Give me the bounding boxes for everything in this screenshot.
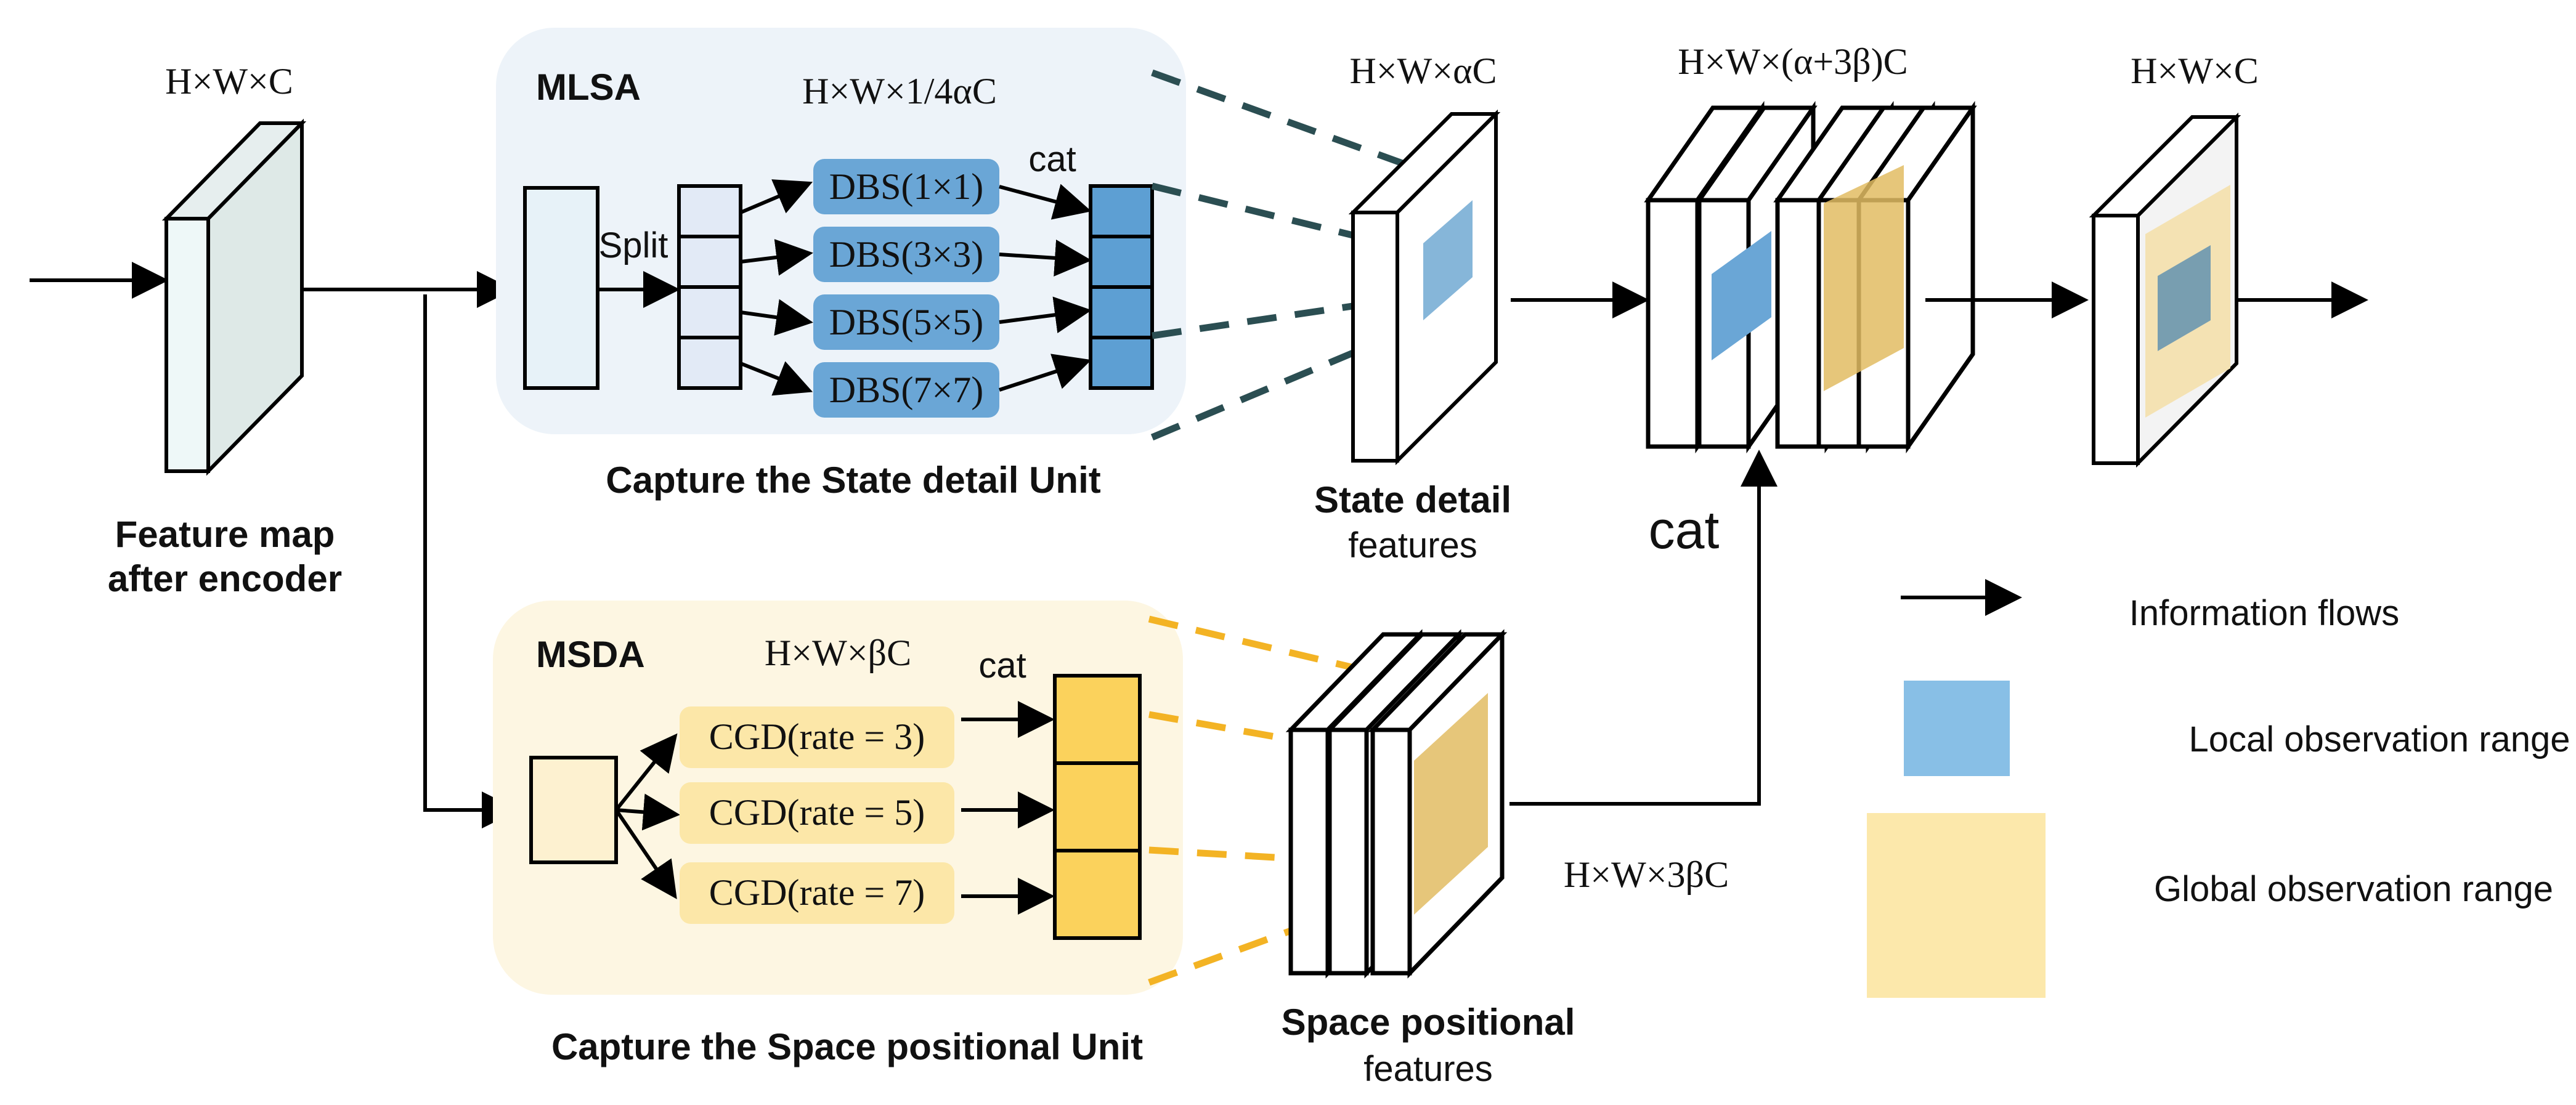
output-feature-map: H×W×C <box>2089 51 2259 468</box>
svg-text:CGD(rate = 5): CGD(rate = 5) <box>709 792 925 833</box>
cgd-block-7: CGD(rate = 7) <box>680 862 954 924</box>
concat-global-range <box>1824 165 1904 391</box>
mlsa-dim-label: H×W×1/4αC <box>802 71 997 111</box>
output-dim-label: H×W×C <box>2131 51 2259 91</box>
legend-global-swatch <box>1867 813 2046 998</box>
msda-caption: Capture the Space positional Unit <box>551 1026 1143 1067</box>
svg-text:DBS(1×1): DBS(1×1) <box>829 166 984 207</box>
concat-dim-label: H×W×(α+3β)C <box>1678 41 1908 82</box>
mlsa-concat-stack <box>1089 184 1154 390</box>
space-global-range <box>1414 693 1488 915</box>
mlsa-title: MLSA <box>536 67 641 108</box>
msda-input-block <box>529 756 618 864</box>
legend-flow-label: Information flows <box>2129 593 2399 633</box>
split-to-dbs3-arrow <box>740 239 813 276</box>
legend-global-label: Global observation range <box>2154 869 2553 909</box>
split-stack <box>677 184 742 390</box>
cgd-block-5: CGD(rate = 5) <box>680 782 954 844</box>
encoder-label-line1: Feature map <box>115 514 335 555</box>
legend: Information flows Local observation rang… <box>1867 579 2570 998</box>
encoder-feature-map: H×W×C Feature map after encoder <box>30 61 342 599</box>
dbs-block-7: DBS(7×7) <box>813 362 999 418</box>
svg-text:DBS(5×5): DBS(5×5) <box>829 302 984 342</box>
svg-text:DBS(3×3): DBS(3×3) <box>829 234 984 275</box>
split-to-dbs5-arrow <box>740 299 813 336</box>
mlsa-input-block <box>523 186 599 390</box>
split-to-dbs7-arrow <box>739 361 813 396</box>
state-detail-features: H×W×αC State detail features <box>1314 51 1511 565</box>
msda-to-cgd7-arrow <box>614 809 677 899</box>
split-label: Split <box>599 225 668 265</box>
msda-dim-label: H×W×βC <box>765 633 911 673</box>
legend-local-label: Local observation range <box>2188 719 2570 759</box>
concat-features: H×W×(α+3β)C <box>1644 41 1977 454</box>
concat-cat-label: cat <box>1649 501 1720 560</box>
msda-unit: MSDA H×W×βC CGD(rate = 3) CGD(rate = 5) … <box>493 601 1183 1067</box>
msda-cat-label: cat <box>978 646 1026 686</box>
mlsa-caption: Capture the State detail Unit <box>606 459 1100 501</box>
svg-text:DBS(7×7): DBS(7×7) <box>829 370 984 410</box>
msda-title: MSDA <box>536 634 645 675</box>
state-local-range <box>1423 200 1473 320</box>
legend-local-swatch <box>1904 681 2010 776</box>
dbs-block-3: DBS(3×3) <box>813 227 999 282</box>
space-label-normal: features <box>1363 1049 1493 1089</box>
dbs3-to-cat-arrow <box>999 239 1092 277</box>
dbs-block-5: DBS(5×5) <box>813 294 999 350</box>
svg-text:CGD(rate = 7): CGD(rate = 7) <box>709 872 925 913</box>
dbs-block-1: DBS(1×1) <box>813 159 999 214</box>
state-dim-label: H×W×αC <box>1349 51 1497 91</box>
dbs1-to-cat-arrow <box>999 184 1092 220</box>
concat-local-range <box>1712 231 1771 360</box>
msda-to-cgd3-arrow <box>614 733 678 811</box>
space-label-bold: Space positional <box>1282 1002 1575 1043</box>
encoder-label-line2: after encoder <box>108 558 342 599</box>
mlsa-unit: MLSA H×W×1/4αC Split DBS(1×1) DBS(3×3) D… <box>496 28 1186 501</box>
dbs7-to-cat-arrow <box>999 354 1092 392</box>
encoder-dim-label: H×W×C <box>165 61 293 102</box>
msda-concat-stack <box>1053 674 1142 940</box>
state-label-bold: State detail <box>1314 479 1511 520</box>
mlsa-cat-label: cat <box>1028 139 1076 179</box>
output-local-range <box>2158 245 2211 351</box>
split-to-dbs1-arrow <box>739 179 813 214</box>
state-label-normal: features <box>1348 525 1477 565</box>
svg-text:CGD(rate = 3): CGD(rate = 3) <box>709 716 925 757</box>
dbs5-to-cat-arrow <box>999 296 1092 333</box>
cgd-block-3: CGD(rate = 3) <box>680 706 954 768</box>
space-positional-features: Space positional features H×W×3βC <box>1282 629 1729 1089</box>
space-dim-label: H×W×3βC <box>1564 854 1729 895</box>
space-to-concat-arrow <box>1509 450 1778 806</box>
msda-to-cgd5-arrow <box>616 793 680 831</box>
to-msda-arrow <box>423 294 519 828</box>
